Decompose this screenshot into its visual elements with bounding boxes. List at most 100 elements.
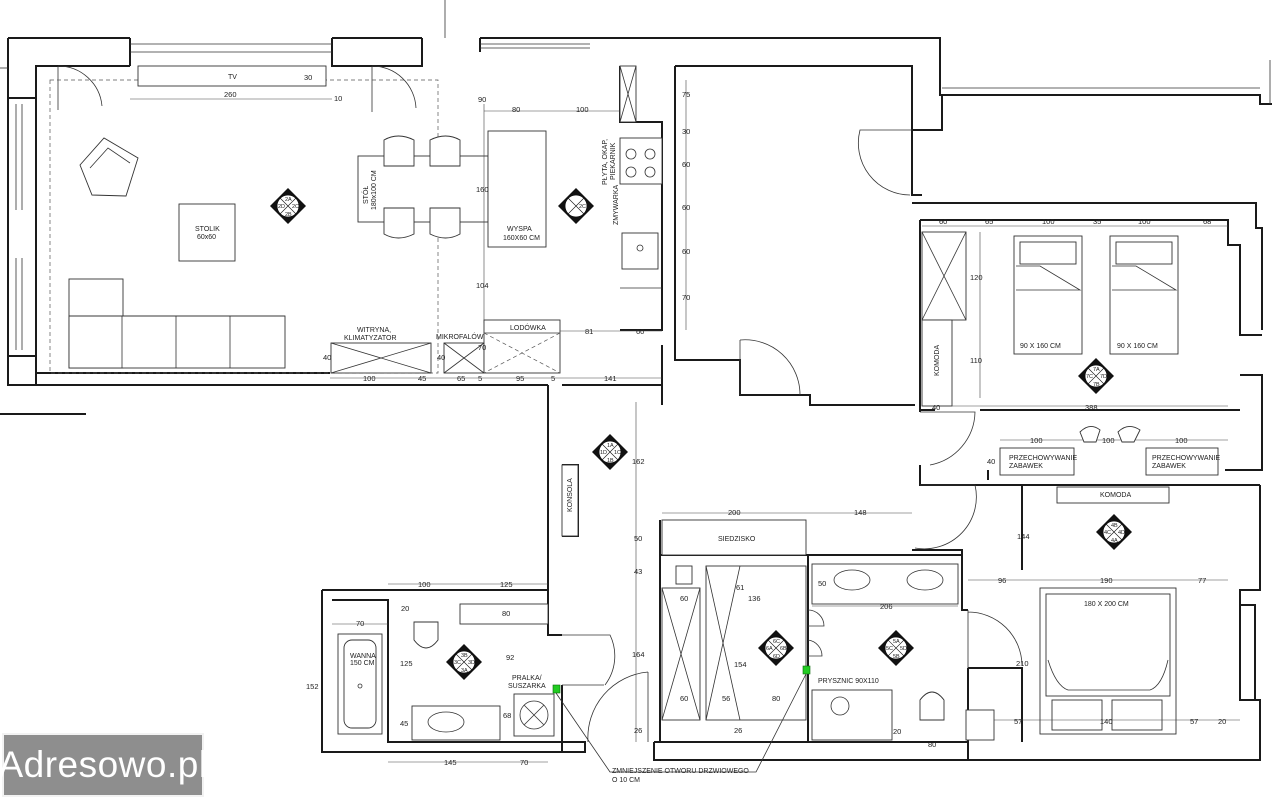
svg-text:LODÓWKA: LODÓWKA — [510, 323, 546, 332]
svg-text:61: 61 — [736, 583, 744, 592]
svg-text:1B: 1B — [607, 458, 614, 464]
svg-text:80: 80 — [512, 105, 520, 114]
svg-text:68: 68 — [503, 711, 511, 720]
svg-text:PRZECHOWYWANIE: PRZECHOWYWANIE — [1009, 455, 1078, 462]
svg-text:7C: 7C — [1086, 374, 1093, 380]
svg-text:3A: 3A — [461, 668, 468, 674]
toy-storage-1 — [999, 447, 1075, 476]
svg-text:210: 210 — [1016, 659, 1029, 668]
double-vanity — [811, 563, 959, 605]
toilet-left — [413, 621, 439, 649]
svg-text:7D: 7D — [1100, 374, 1107, 380]
svg-text:70: 70 — [520, 758, 528, 767]
master-bedroom: KOMODA 144 96 190 77 180 X 200 CM 57 140… — [965, 486, 1240, 741]
sofa — [68, 278, 286, 369]
room-tag-2: 2A 2D 2C 2B — [270, 188, 306, 224]
svg-text:1A: 1A — [607, 443, 614, 449]
room-tag-4: 4B 4C 4D 4A — [1096, 514, 1132, 550]
svg-text:6A: 6A — [766, 646, 773, 652]
svg-text:60: 60 — [682, 160, 690, 169]
svg-text:90: 90 — [478, 95, 486, 104]
svg-text:70: 70 — [356, 619, 364, 628]
bathtub: WANNA 150 CM — [337, 633, 383, 735]
svg-text:4C: 4C — [1104, 530, 1111, 536]
svg-text:57: 57 — [1014, 717, 1022, 726]
svg-text:PIEKARNIK: PIEKARNIK — [610, 142, 617, 180]
svg-text:150 CM: 150 CM — [350, 660, 375, 667]
svg-text:45: 45 — [400, 719, 408, 728]
room-tag-2b: 2C — [558, 188, 594, 224]
svg-text:30: 30 — [682, 127, 690, 136]
svg-text:10: 10 — [334, 94, 342, 103]
svg-text:50: 50 — [818, 579, 826, 588]
dining-table: STÓŁ 180x100 CM — [357, 135, 489, 239]
svg-text:SUSZARKA: SUSZARKA — [508, 683, 546, 690]
svg-text:60x60: 60x60 — [197, 234, 216, 241]
svg-text:PRZECHOWYWANIE: PRZECHOWYWANIE — [1152, 455, 1221, 462]
svg-text:70: 70 — [478, 343, 486, 352]
vitrine-cabinet: WITRYNA, KLIMATYZATOR — [330, 327, 432, 374]
svg-text:KOMODA: KOMODA — [1100, 492, 1131, 499]
watermark-logo: Adresowo.pl — [0, 733, 207, 797]
svg-text:100: 100 — [1042, 217, 1055, 226]
svg-text:20: 20 — [1218, 717, 1226, 726]
svg-text:60: 60 — [682, 203, 690, 212]
svg-text:7A: 7A — [1093, 367, 1100, 373]
fridge: LODÓWKA — [483, 319, 561, 374]
svg-text:100: 100 — [1102, 436, 1115, 445]
svg-text:4A: 4A — [1111, 538, 1118, 544]
room-tag-7: 7A 7C 7D 7B — [1078, 358, 1114, 394]
double-bed: 180 X 200 CM — [1039, 587, 1177, 735]
svg-text:60: 60 — [682, 247, 690, 256]
room-tag-5: 5A 5C 5D 5B — [878, 630, 914, 666]
tv-label: TV — [228, 74, 237, 81]
svg-text:2C: 2C — [579, 204, 586, 210]
svg-text:7B: 7B — [1093, 382, 1100, 388]
corridor: KONSOLA 162 50 43 164 26 200 148 SIEDZIS… — [561, 402, 912, 742]
room-tag-3: 3B 3C 3D 3A — [446, 644, 482, 680]
bed-1: 90 X 160 CM — [1013, 235, 1083, 355]
svg-text:20: 20 — [893, 727, 901, 736]
svg-text:4B: 4B — [1111, 523, 1118, 529]
svg-text:136: 136 — [748, 594, 761, 603]
svg-text:57: 57 — [1190, 717, 1198, 726]
kitchen-counter: PŁYTA, OKAP, PIEKARNIK ZMYWARKA — [602, 65, 663, 289]
svg-text:141: 141 — [604, 374, 617, 383]
svg-text:5: 5 — [478, 374, 482, 383]
svg-text:200: 200 — [728, 508, 741, 517]
svg-text:60: 60 — [680, 694, 688, 703]
svg-text:152: 152 — [306, 682, 319, 691]
svg-text:2A: 2A — [285, 197, 292, 203]
svg-text:40: 40 — [323, 353, 331, 362]
svg-text:30: 30 — [304, 73, 312, 82]
svg-text:120: 120 — [970, 273, 983, 282]
bathroom-right: 61 136 60 154 60 56 80 26 50 206 PRYSZNI… — [661, 563, 959, 749]
svg-text:80: 80 — [502, 609, 510, 618]
svg-text:O 10 CM: O 10 CM — [612, 777, 640, 784]
children-room: 60 65 100 35 100 68 KOMODA 120 110 90 X … — [921, 217, 1228, 476]
svg-text:145: 145 — [444, 758, 457, 767]
svg-text:2B: 2B — [285, 212, 292, 218]
svg-text:40: 40 — [932, 403, 940, 412]
svg-text:2C: 2C — [292, 204, 299, 210]
svg-text:65: 65 — [985, 217, 993, 226]
marker-right — [802, 665, 811, 675]
svg-text:6C: 6C — [773, 639, 780, 645]
svg-text:6D: 6D — [773, 654, 780, 660]
svg-text:100: 100 — [363, 374, 376, 383]
svg-text:60: 60 — [636, 327, 644, 336]
svg-text:40: 40 — [987, 457, 995, 466]
svg-text:WYSPA: WYSPA — [507, 226, 532, 233]
desk-chair-1 — [1079, 426, 1101, 443]
toilet-right — [919, 691, 945, 721]
svg-text:81: 81 — [585, 327, 593, 336]
svg-text:160X60 CM: 160X60 CM — [503, 235, 540, 242]
svg-text:5A: 5A — [893, 639, 900, 645]
bathroom-left: 100 125 20 80 70 WANNA 150 CM 152 125 92… — [306, 580, 555, 767]
doors — [57, 65, 1023, 743]
coffee-table — [178, 203, 236, 262]
svg-text:5: 5 — [551, 374, 555, 383]
watermark-text: Adresowo.pl — [0, 744, 208, 785]
svg-text:3B: 3B — [461, 653, 468, 659]
